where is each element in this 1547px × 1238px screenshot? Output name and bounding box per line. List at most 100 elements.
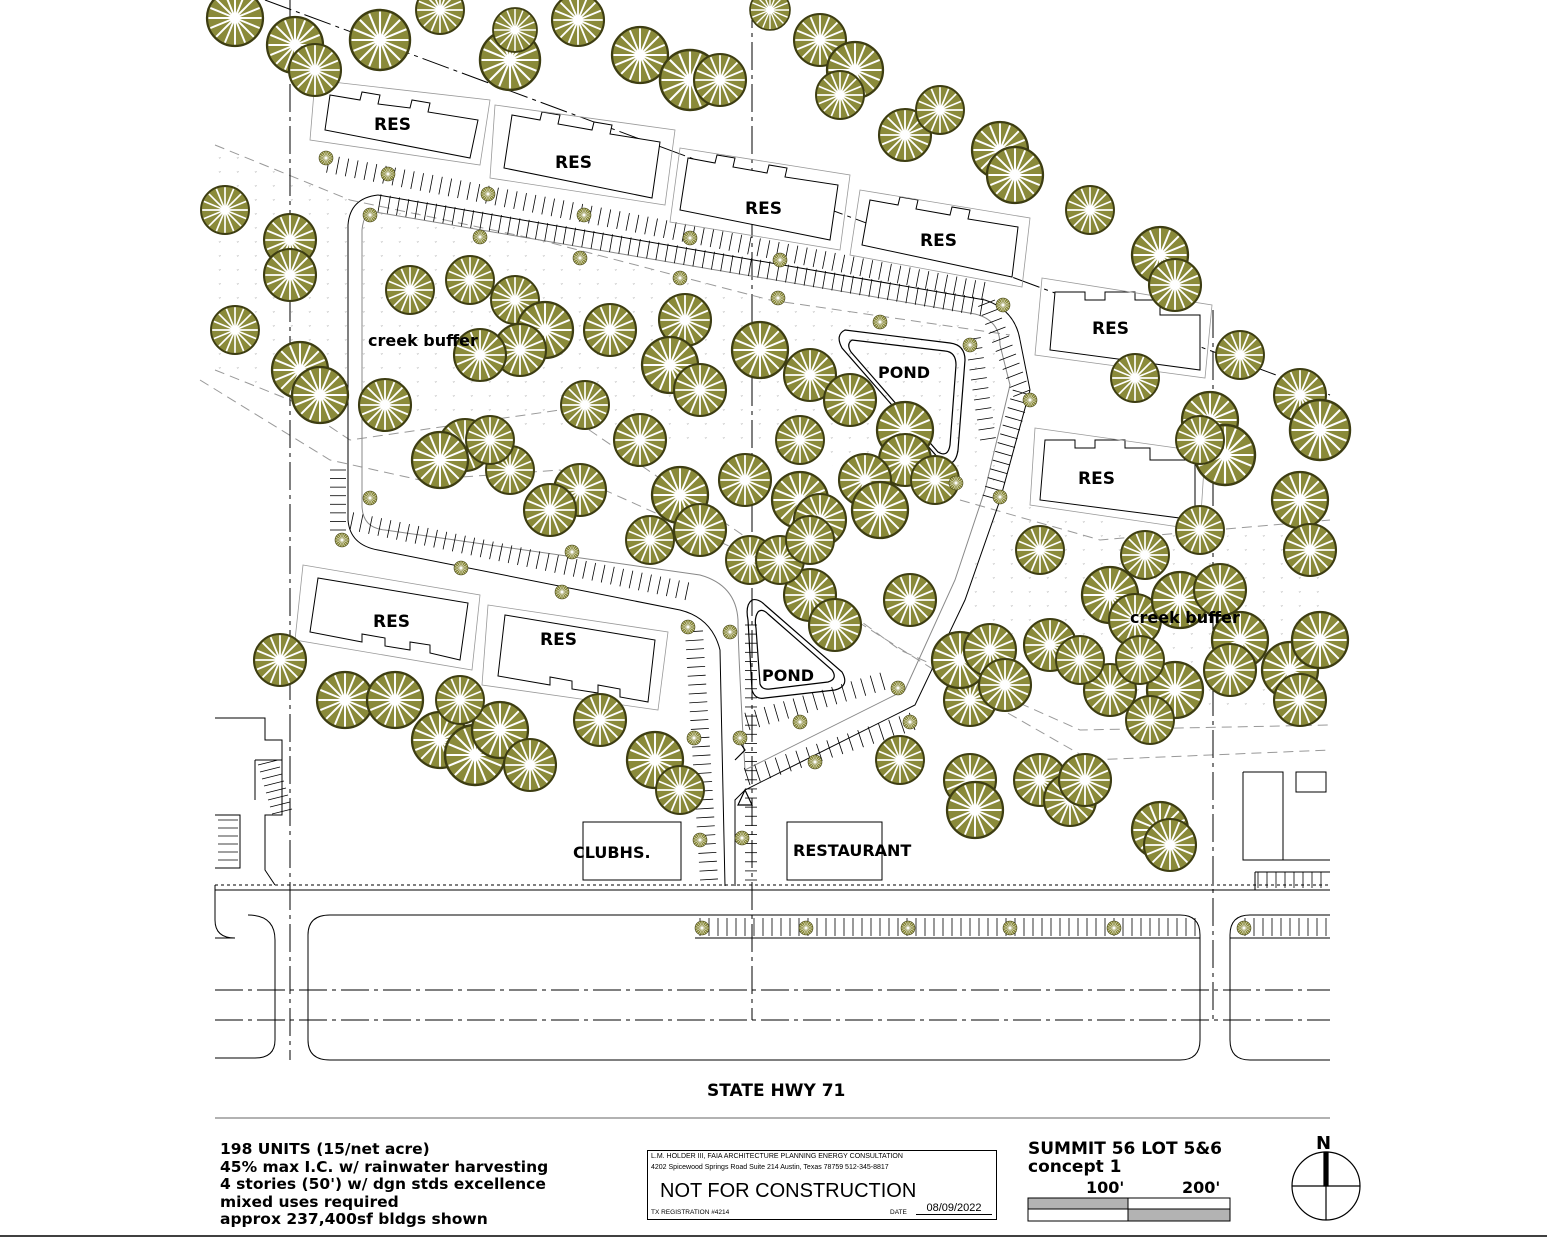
tree-icon [785, 515, 835, 565]
tree-icon [1288, 398, 1352, 462]
tree-icon [717, 452, 773, 508]
parking-tree-icon [680, 619, 696, 635]
parking-tree-icon [995, 297, 1011, 313]
parking-tree-icon [682, 230, 698, 246]
tree-icon [1272, 672, 1328, 728]
parking-tree-icon [334, 532, 350, 548]
tree-icon [522, 482, 578, 538]
north-label: N [1316, 1133, 1331, 1154]
scale-bar [1027, 1197, 1231, 1222]
note-mixed-use: mixed uses required [220, 1192, 399, 1211]
tree-icon [807, 597, 863, 653]
tree-icon [262, 247, 318, 303]
title-block: L.M. HOLDER III, FAIA ARCHITECTURE PLANN… [647, 1150, 997, 1220]
tree-icon [1120, 530, 1170, 580]
commercial-buildings [582, 821, 883, 881]
parking-tree-icon [722, 624, 738, 640]
tree-icon [435, 675, 485, 725]
res-building-1 [324, 91, 479, 159]
res-label-5: RES [1092, 319, 1129, 339]
tree-icon [882, 572, 938, 628]
tree-icon [385, 265, 435, 315]
res-building-8 [497, 614, 656, 703]
highway-label: STATE HWY 71 [707, 1081, 845, 1101]
parking-tree-icon [672, 270, 688, 286]
north-arrow: N [1291, 1133, 1361, 1221]
note-impervious: 45% max I.C. w/ rainwater harvesting [220, 1157, 549, 1176]
adjacent-lot-east [1242, 771, 1330, 890]
tree-icon [290, 365, 350, 425]
res-building-3 [679, 154, 839, 241]
parking-tree-icon [564, 544, 580, 560]
tree-icon [210, 305, 260, 355]
note-stories: 4 stories (50') w/ dgn stds excellence [220, 1175, 546, 1193]
project-concept: concept 1 [1028, 1157, 1122, 1177]
tree-icon [445, 255, 495, 305]
parking-tree-icon [872, 314, 888, 330]
tree-icon [357, 377, 413, 433]
tree-icon [465, 415, 515, 465]
res-label-3: RES [745, 199, 782, 219]
tree-icon [315, 670, 375, 730]
tree-icon [410, 430, 470, 490]
parking-tree-icon [318, 150, 334, 166]
parking-stalls [326, 154, 1031, 881]
parking-tree-icon [1002, 920, 1018, 936]
parking-tree-icon [380, 166, 396, 182]
date-value: 08/09/2022 [916, 1202, 992, 1215]
tree-icon [1215, 330, 1265, 380]
parking-tree-icon [362, 490, 378, 506]
note-units: 198 UNITS (15/net acre) [220, 1140, 430, 1158]
tree-icon [205, 0, 265, 48]
tree-icon [875, 735, 925, 785]
tree-icon [1110, 353, 1160, 403]
parking-tree-icon [1236, 920, 1252, 936]
site-labels: RES RES RES RES RES RES RES RES creek bu… [368, 115, 1240, 1101]
parking-tree-icon [1022, 392, 1038, 408]
clubhouse-label: CLUBHS. [573, 843, 651, 862]
parking-tree-icon [472, 229, 488, 245]
tree-icon [502, 737, 558, 793]
res-label-4: RES [920, 231, 957, 251]
parking-tree-icon [480, 186, 496, 202]
tree-icon [1202, 642, 1258, 698]
parking-tree-icon [902, 714, 918, 730]
tree-icon [348, 8, 412, 72]
parking-tree-icon [732, 730, 748, 746]
parking-tree-icon [734, 830, 750, 846]
scale-mark-100: 100' [1086, 1178, 1125, 1197]
pond-label-2: POND [762, 666, 814, 685]
tree-icon [287, 42, 343, 98]
parking-tree-icon [962, 337, 978, 353]
tree-icon [850, 480, 910, 540]
tree-icon [1142, 817, 1198, 873]
res-building-7 [309, 577, 469, 661]
parking-tree-icon [807, 754, 823, 770]
tree-icon [1175, 505, 1225, 555]
firm-address: 4202 Spicewood Springs Road Suite 214 Au… [651, 1164, 889, 1171]
parking-tree-icon [1106, 920, 1122, 936]
tree-icon [582, 302, 638, 358]
tree-icon [730, 320, 790, 380]
detention-ponds [734, 329, 966, 806]
tree-icon [655, 765, 705, 815]
date-label: DATE [890, 1209, 907, 1216]
res-label-7: RES [373, 612, 410, 632]
tree-icon [945, 780, 1005, 840]
tree-icon [550, 0, 606, 48]
parking-tree-icon [992, 489, 1008, 505]
parking-tree-icon [798, 920, 814, 936]
parking-tree-icon [576, 207, 592, 223]
res-building-5 [1049, 291, 1201, 371]
tree-icon [1175, 415, 1225, 465]
residential-buildings [309, 91, 1201, 703]
tree-icon [572, 692, 628, 748]
tree-icon [692, 52, 748, 108]
restaurant-building [786, 821, 883, 881]
clubhouse-building [582, 821, 682, 881]
adjacent-lot-west [215, 717, 283, 886]
creek-buffer-label-1: creek buffer [368, 331, 478, 350]
parking-tree-icon [948, 475, 964, 491]
tree-icon [672, 362, 728, 418]
